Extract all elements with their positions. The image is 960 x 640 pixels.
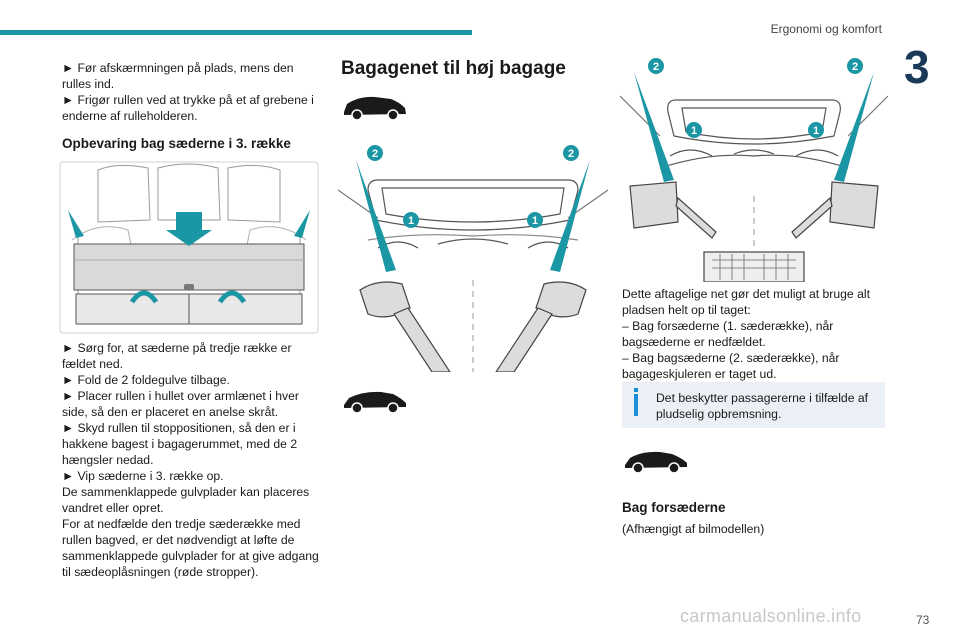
callout-1-left: 1 [691,125,697,137]
callout-1-left: 1 [408,215,414,227]
storage-steps: ► Sørg for, at sæderne på tredje række e… [62,341,319,579]
subheading-front-seats: Bag forsæderne [622,500,726,515]
page-number: 73 [916,613,930,627]
info-box: Det beskytter passagererne i tilfælde af… [622,382,885,428]
info-text: Det beskytter passagererne i tilfælde af… [656,391,869,421]
callout-2-left: 2 [372,148,378,160]
callout-1-right: 1 [532,215,538,227]
net-illustration-front: 2 2 1 1 [338,145,608,372]
net-illustration-rear: 2 2 1 1 [620,58,888,282]
model-note: (Afhængigt af bilmodellen) [622,522,765,536]
callout-2-right: 2 [568,148,574,160]
hatchback-car-icon [625,451,687,474]
callout-2-left: 2 [653,61,659,73]
watermark: carmanualsonline.info [680,606,862,626]
storage-illustration [59,161,319,334]
header-accent-bar [0,30,472,35]
callout-1-right: 1 [813,125,819,137]
chapter-number: 3 [904,41,930,93]
info-icon-bar [634,394,638,416]
storage-heading: Opbevaring bag sæderne i 3. række [62,136,291,151]
suv-car-icon [344,96,406,121]
info-icon [634,388,638,392]
callout-2-right: 2 [852,61,858,73]
net-description: Dette aftagelige net gør det muligt at b… [622,287,870,381]
intro-text: ► Før afskærmningen på plads, mens den r… [62,61,314,123]
section-title: Ergonomi og komfort [770,22,882,36]
crossover-car-icon [344,391,406,414]
net-heading: Bagagenet til høj bagage [341,58,566,79]
